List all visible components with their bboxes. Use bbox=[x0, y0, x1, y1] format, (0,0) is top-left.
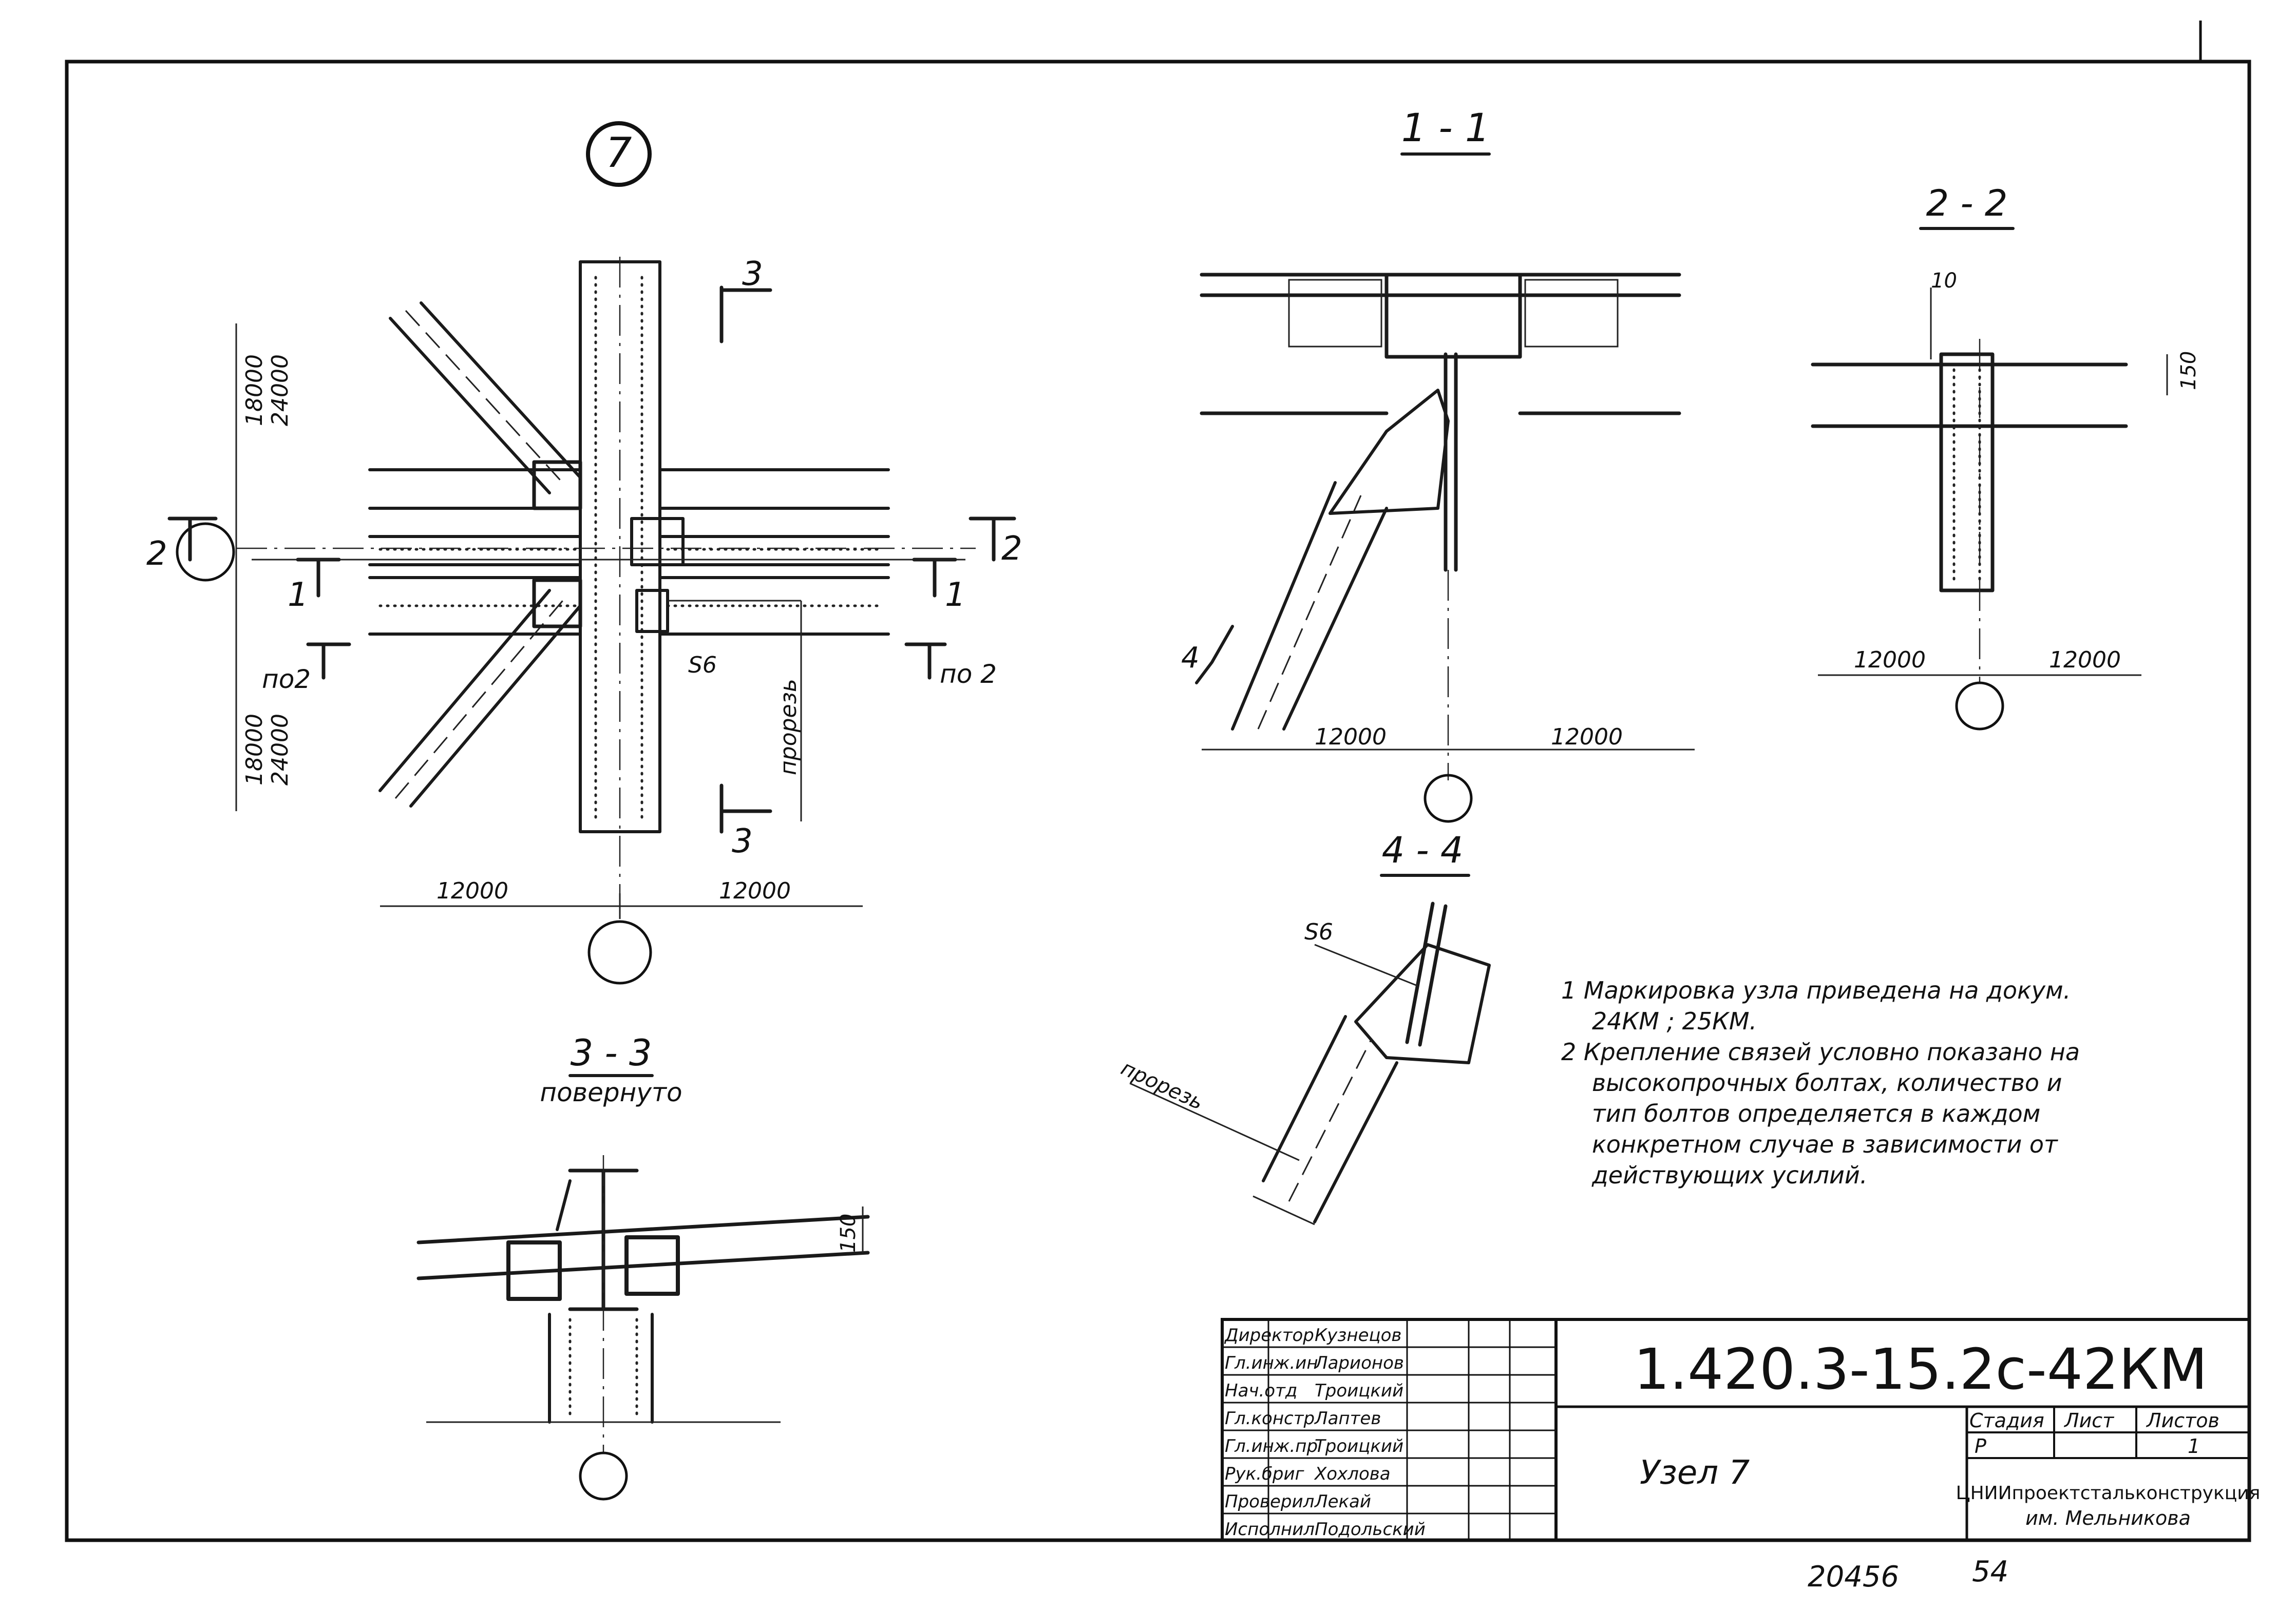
page-number: 54 bbox=[1972, 1555, 2008, 1588]
drawing-frame bbox=[65, 21, 2251, 1542]
dim-label: 150 bbox=[2177, 351, 2200, 390]
role-label: Рук.бриг bbox=[1225, 1464, 1305, 1484]
dim-label: 12000 bbox=[1551, 724, 1623, 750]
section-label: 3 bbox=[742, 255, 763, 293]
section-1-1: 1 - 1 4 12000 12000 bbox=[1181, 105, 1695, 823]
organization-sub: им. Мельникова bbox=[2025, 1507, 2191, 1529]
section-label: 2 bbox=[1001, 530, 1022, 568]
role-name: Лекай bbox=[1314, 1491, 1371, 1512]
dim-label: 12000 bbox=[1854, 647, 1926, 673]
axis-bubble bbox=[587, 920, 652, 985]
sheet-header: Лист bbox=[2063, 1409, 2115, 1432]
dim-label: 18000 bbox=[241, 354, 268, 426]
role-label: Гл.инж.ин bbox=[1225, 1353, 1318, 1373]
note-s6: S6 bbox=[1304, 919, 1333, 945]
role-name: Хохлова bbox=[1314, 1464, 1391, 1484]
document-code: 1.420.3-15.2с-42КМ bbox=[1634, 1336, 2208, 1402]
drawing-title: Узел 7 bbox=[1640, 1454, 1750, 1492]
bolt-group-left bbox=[1288, 279, 1382, 348]
horizontal-beams bbox=[236, 468, 976, 636]
section-subtitle: повернуто bbox=[540, 1078, 682, 1107]
role-name: Кузнецов bbox=[1315, 1325, 1401, 1346]
dim-label: 150 bbox=[837, 1214, 860, 1253]
main-node-view: 7 bbox=[146, 121, 1022, 985]
section-label: 1 bbox=[945, 576, 966, 614]
section-3-3: 3 - 3 повернуто 150 bbox=[416, 1032, 870, 1501]
dim-label: 12000 bbox=[437, 878, 508, 904]
node-marker-label: 7 bbox=[606, 129, 632, 177]
role-label: Директор bbox=[1224, 1325, 1314, 1346]
general-notes: 1 Маркировка узла приведена на докум. 24… bbox=[1561, 976, 2088, 1189]
section-label: 3 bbox=[732, 822, 753, 860]
lower-diagonal-brace bbox=[378, 578, 582, 808]
dim-label: 24000 bbox=[267, 714, 293, 786]
dim-label: 18000 bbox=[241, 714, 268, 786]
role-label: Проверил bbox=[1225, 1491, 1314, 1512]
section-title: 2 - 2 bbox=[1926, 182, 2008, 224]
section-title: 4 - 4 bbox=[1382, 829, 1464, 871]
axis-bubble bbox=[1955, 681, 2004, 731]
role-name: Троицкий bbox=[1315, 1436, 1403, 1457]
axis-bubble bbox=[176, 522, 235, 582]
note-slot: прорезь bbox=[775, 679, 802, 775]
dim-label: 12000 bbox=[2049, 647, 2121, 673]
dim-label: 12000 bbox=[719, 878, 791, 904]
role-label: Гл.констр bbox=[1225, 1408, 1315, 1429]
section-markers bbox=[167, 285, 1016, 834]
section-4-4: 4 - 4 S6 прорезь bbox=[1117, 829, 1491, 1225]
note-slot: прорезь bbox=[1117, 1056, 1207, 1115]
note-s6: S6 bbox=[688, 652, 717, 678]
role-label: Нач.отд bbox=[1225, 1381, 1297, 1401]
role-name: Подольский bbox=[1315, 1519, 1426, 1540]
note-1: 1 Маркировка узла приведена на докум. 24… bbox=[1561, 976, 2078, 1035]
cut-label: 4 bbox=[1181, 641, 1200, 675]
bolt-group-right bbox=[1524, 279, 1619, 348]
section-label: по 2 bbox=[940, 659, 997, 689]
inventory-number: 20456 bbox=[1808, 1560, 1899, 1594]
section-label: 2 bbox=[146, 535, 167, 573]
stage-value: Р bbox=[1975, 1435, 1986, 1458]
section-2-2: 2 - 2 10 150 12000 12000 bbox=[1811, 182, 2200, 731]
axis-bubble bbox=[1424, 774, 1473, 823]
dim-label: 10 bbox=[1931, 269, 1957, 293]
role-label: Гл.инж.пр bbox=[1225, 1436, 1318, 1457]
role-name: Троицкий bbox=[1315, 1381, 1403, 1401]
dim-label: 24000 bbox=[267, 354, 293, 426]
vertical-column bbox=[579, 257, 661, 904]
gusset-plates bbox=[630, 517, 802, 821]
note-2: 2 Крепление связей условно показано на в… bbox=[1561, 1038, 2088, 1189]
organization: ЦНИИпроектстальконструкция bbox=[1956, 1483, 2261, 1504]
sheets-header: Листов bbox=[2146, 1409, 2219, 1432]
sheets-value: 1 bbox=[2188, 1435, 2200, 1458]
role-name: Лаптев bbox=[1314, 1408, 1381, 1429]
dim-label: 12000 bbox=[1315, 724, 1387, 750]
title-block: Директор Кузнецов Гл.инж.ин Ларионов Нач… bbox=[1221, 1318, 2261, 1542]
section-label: 1 bbox=[288, 576, 309, 614]
axis-bubble bbox=[579, 1451, 628, 1501]
section-title: 1 - 1 bbox=[1401, 105, 1490, 150]
stage-header: Стадия bbox=[1969, 1409, 2044, 1432]
section-label: по2 bbox=[262, 664, 311, 694]
role-label: Исполнил bbox=[1225, 1519, 1315, 1540]
role-name: Ларионов bbox=[1314, 1353, 1404, 1373]
node-marker-circle bbox=[586, 121, 652, 187]
upper-diagonal-brace bbox=[389, 301, 582, 510]
section-title: 3 - 3 bbox=[571, 1032, 652, 1074]
